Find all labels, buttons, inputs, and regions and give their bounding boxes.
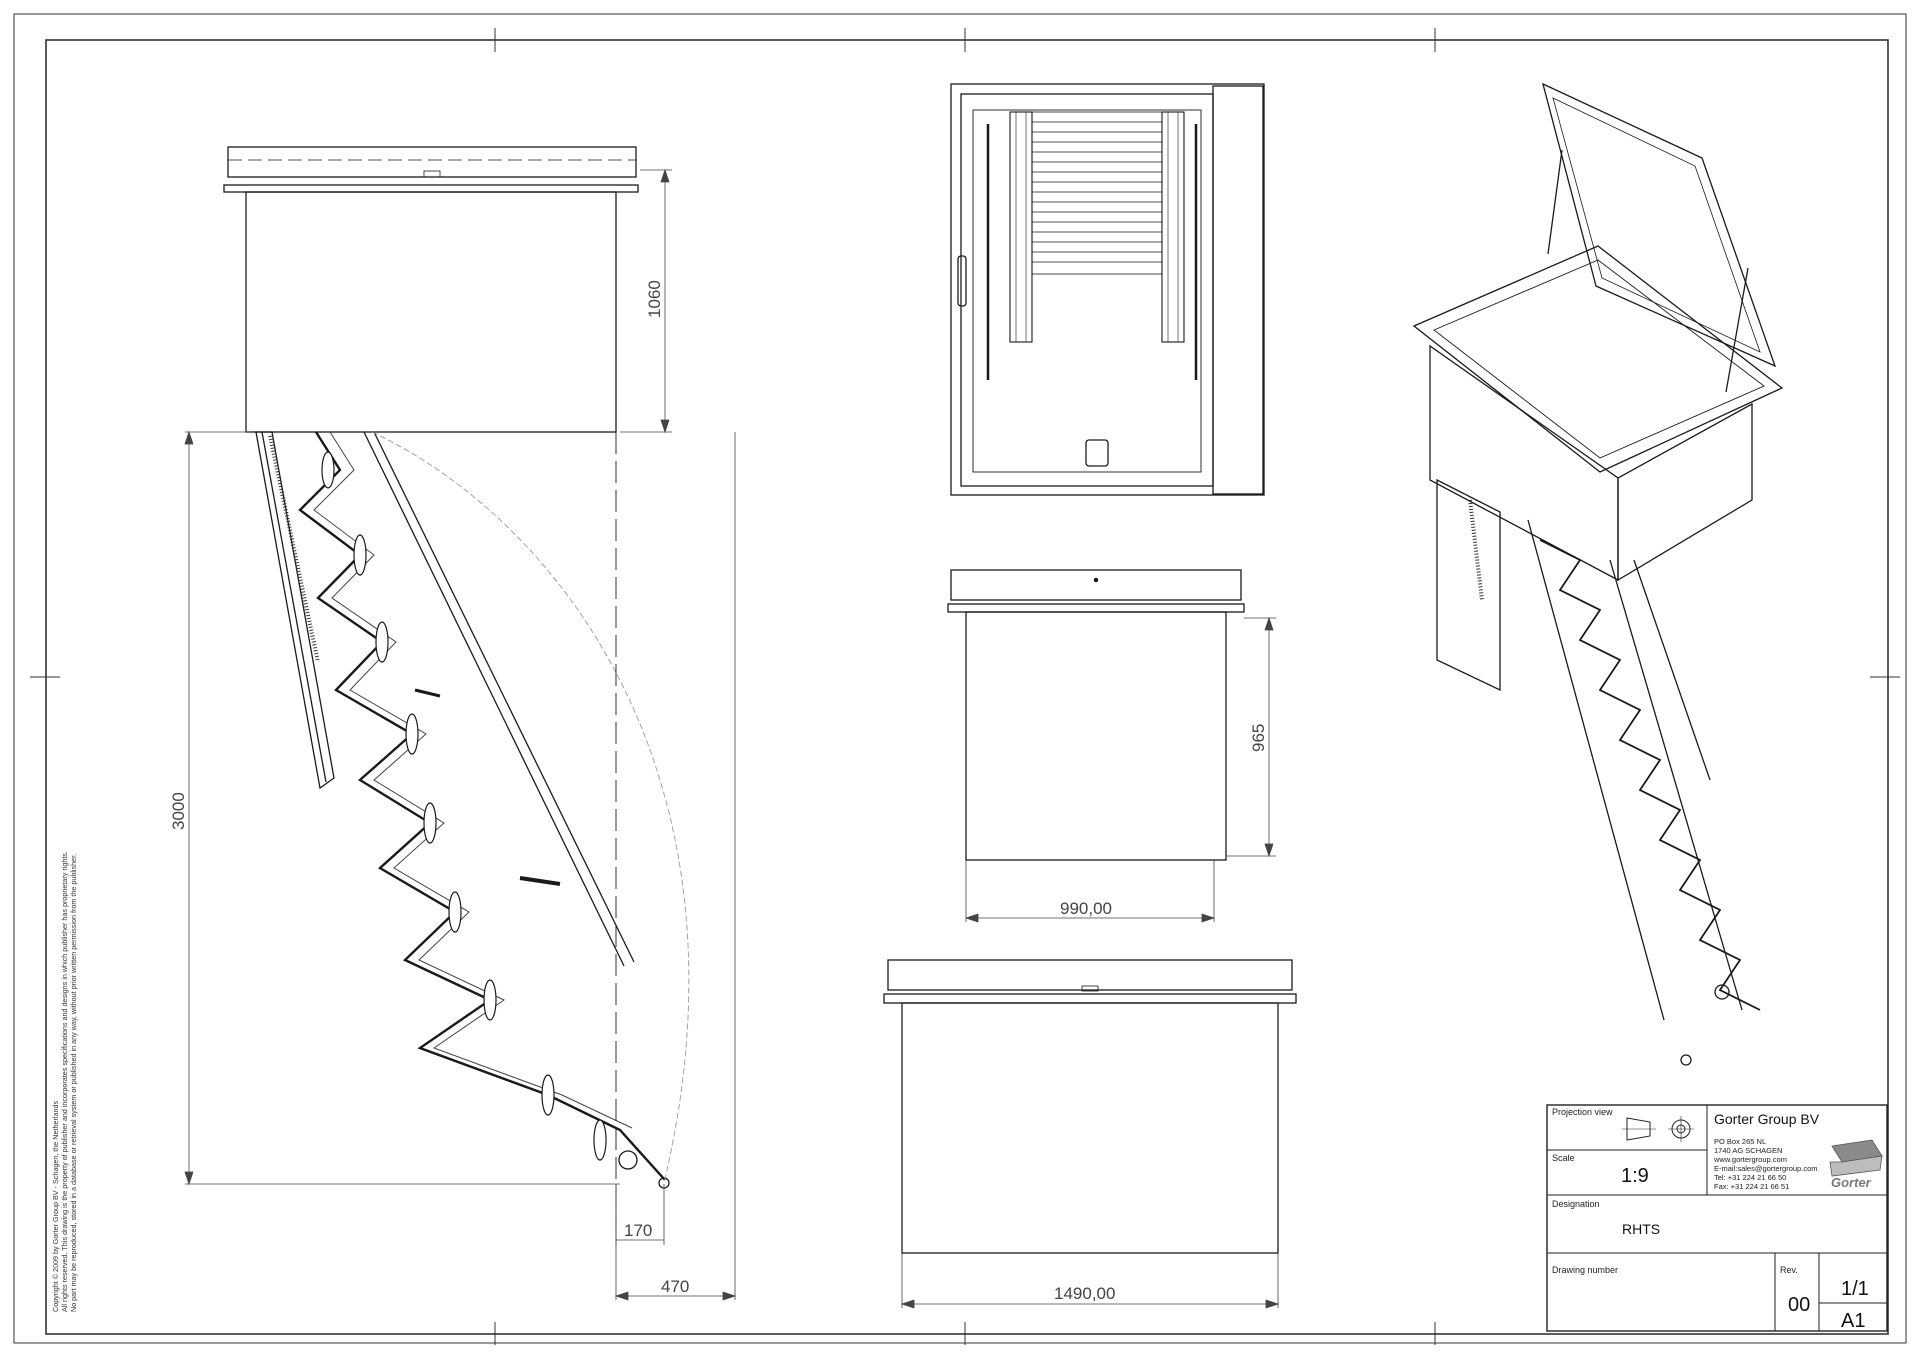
designation-label: Designation [1552,1199,1600,1209]
rev-value: 00 [1788,1294,1810,1316]
projection-label: Projection view [1552,1107,1613,1117]
sheet-value: 1/1 [1841,1278,1869,1300]
copyright-notice: Copyright © 2009 by Gorter Group BV - Sc… [51,851,78,1312]
address-line-6: Fax: +31 224 21 66 51 [1714,1182,1789,1191]
gorter-logo: Gorter [1829,1139,1883,1190]
scale-label: Scale [1552,1153,1575,1163]
logo-text: Gorter [1831,1175,1872,1190]
dim-long-width: 1490,00 [1054,1284,1115,1303]
rev-label: Rev. [1780,1265,1798,1275]
title-block [1546,1104,1888,1332]
address-line-3: www.gortergroup.com [1713,1155,1787,1164]
side-view-dimensions [184,168,737,1301]
dim-front-width: 990,00 [1060,899,1112,918]
address-line-4: E-mail:sales@gortergroup.com [1714,1164,1817,1173]
dim-side-depth: 470 [661,1277,689,1296]
copyright-line-3: No part may be reproduced, stored in a d… [69,854,78,1312]
address-line-2: 1740 AG SCHAGEN [1714,1146,1782,1155]
address-line-1: PO Box 265 NL [1714,1137,1766,1146]
dim-side-total-height: 3000 [169,792,188,830]
sheet-border [13,13,1907,1345]
isometric-view [1412,82,1784,1066]
side-view [223,146,690,1230]
long-view [883,959,1297,1254]
designation-value: RHTS [1622,1221,1660,1237]
address-line-5: Tel: +31 224 21 66 50 [1714,1173,1786,1182]
drawing-number-label: Drawing number [1552,1265,1618,1275]
scale-value: 1:9 [1621,1165,1649,1187]
company-name: Gorter Group BV [1714,1111,1820,1127]
front-view-dimensions [964,616,1276,923]
long-view-dimensions [900,1253,1280,1309]
dim-front-box-height: 965 [1249,724,1268,752]
copyright-line-2: All rights reserved. This drawing is the… [60,851,69,1312]
front-view [947,569,1245,861]
ladder-steps [321,451,607,1161]
top-view [950,83,1265,496]
folded-stair-pack [1031,111,1163,275]
dim-side-foot-offset: 170 [624,1221,652,1240]
projection-symbol-icon [1622,1116,1694,1142]
dim-side-box-height: 1060 [645,280,664,318]
format-value: A1 [1841,1310,1865,1332]
copyright-line-1: Copyright © 2009 by Gorter Group BV - Sc… [51,1101,60,1312]
